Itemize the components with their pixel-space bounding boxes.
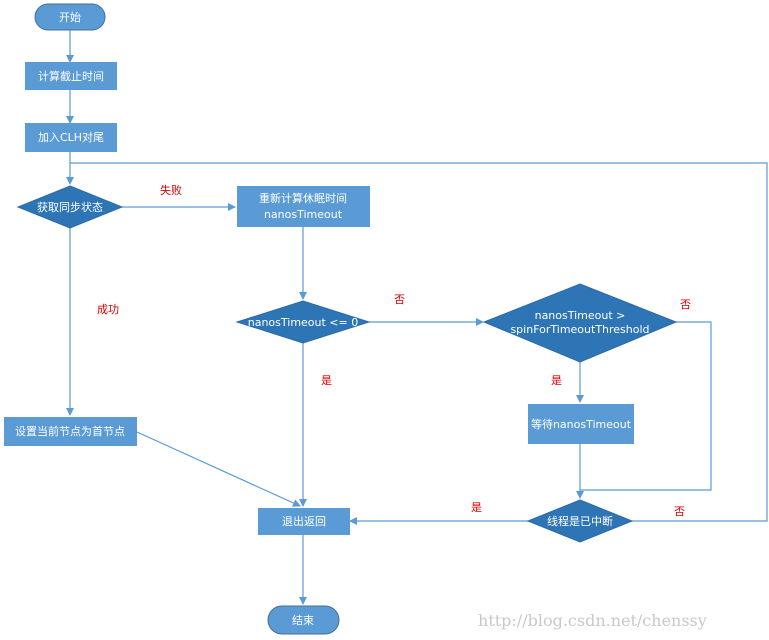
node-interrupted-label: 线程是已中断 [547,514,613,528]
edges [66,30,768,605]
node-acquire-label: 获取同步状态 [37,200,103,214]
node-interrupted: 线程是已中断 [526,499,634,543]
edge-spin-no-interrupted [580,321,712,491]
edge-label-spin-no: 否 [680,298,691,311]
node-wait: 等待nanosTimeout [528,404,634,444]
node-enqueue: 加入CLH对尾 [25,123,117,152]
edge-label-interrupt-no: 否 [674,505,685,518]
edge-interrupted-loop [70,162,768,522]
edge-label-timeout-no: 否 [394,293,405,306]
edge-label-timeout-yes: 是 [321,374,332,387]
node-wait-label: 等待nanosTimeout [531,417,632,431]
node-check-timeout-label: nanosTimeout <= 0 [248,316,359,329]
node-recalc-label-1: 重新计算休眠时间 [259,191,347,205]
node-spin-threshold: nanosTimeout > spinForTimeoutThreshold [482,283,678,363]
node-calc-deadline-label: 计算截止时间 [38,69,104,83]
edge-label-success: 成功 [97,303,119,316]
node-enqueue-label: 加入CLH对尾 [38,130,104,144]
node-end: 结束 [267,605,340,635]
node-spin-threshold-label-2: spinForTimeoutThreshold [510,323,649,336]
node-start-label: 开始 [59,10,81,24]
node-end-label: 结束 [292,614,314,627]
edge-label-fail: 失败 [160,183,182,197]
node-check-timeout: nanosTimeout <= 0 [235,300,371,344]
node-exit: 退出返回 [258,508,350,535]
edge-label-spin-yes: 是 [551,374,562,387]
node-recalc-label-2: nanosTimeout [264,208,343,221]
node-recalc: 重新计算休眠时间 nanosTimeout [237,186,370,227]
node-calc-deadline: 计算截止时间 [25,62,117,90]
node-exit-label: 退出返回 [282,514,326,528]
watermark-text: http://blog.csdn.net/chenssy [478,611,707,630]
node-acquire: 获取同步状态 [16,185,124,229]
node-set-head-label: 设置当前节点为首节点 [15,424,125,438]
edge-sethead-exit [136,431,301,507]
node-spin-threshold-label-1: nanosTimeout > [535,309,626,322]
node-start: 开始 [34,3,106,31]
edge-label-interrupt-yes: 是 [471,501,482,514]
node-set-head: 设置当前节点为首节点 [4,417,137,446]
